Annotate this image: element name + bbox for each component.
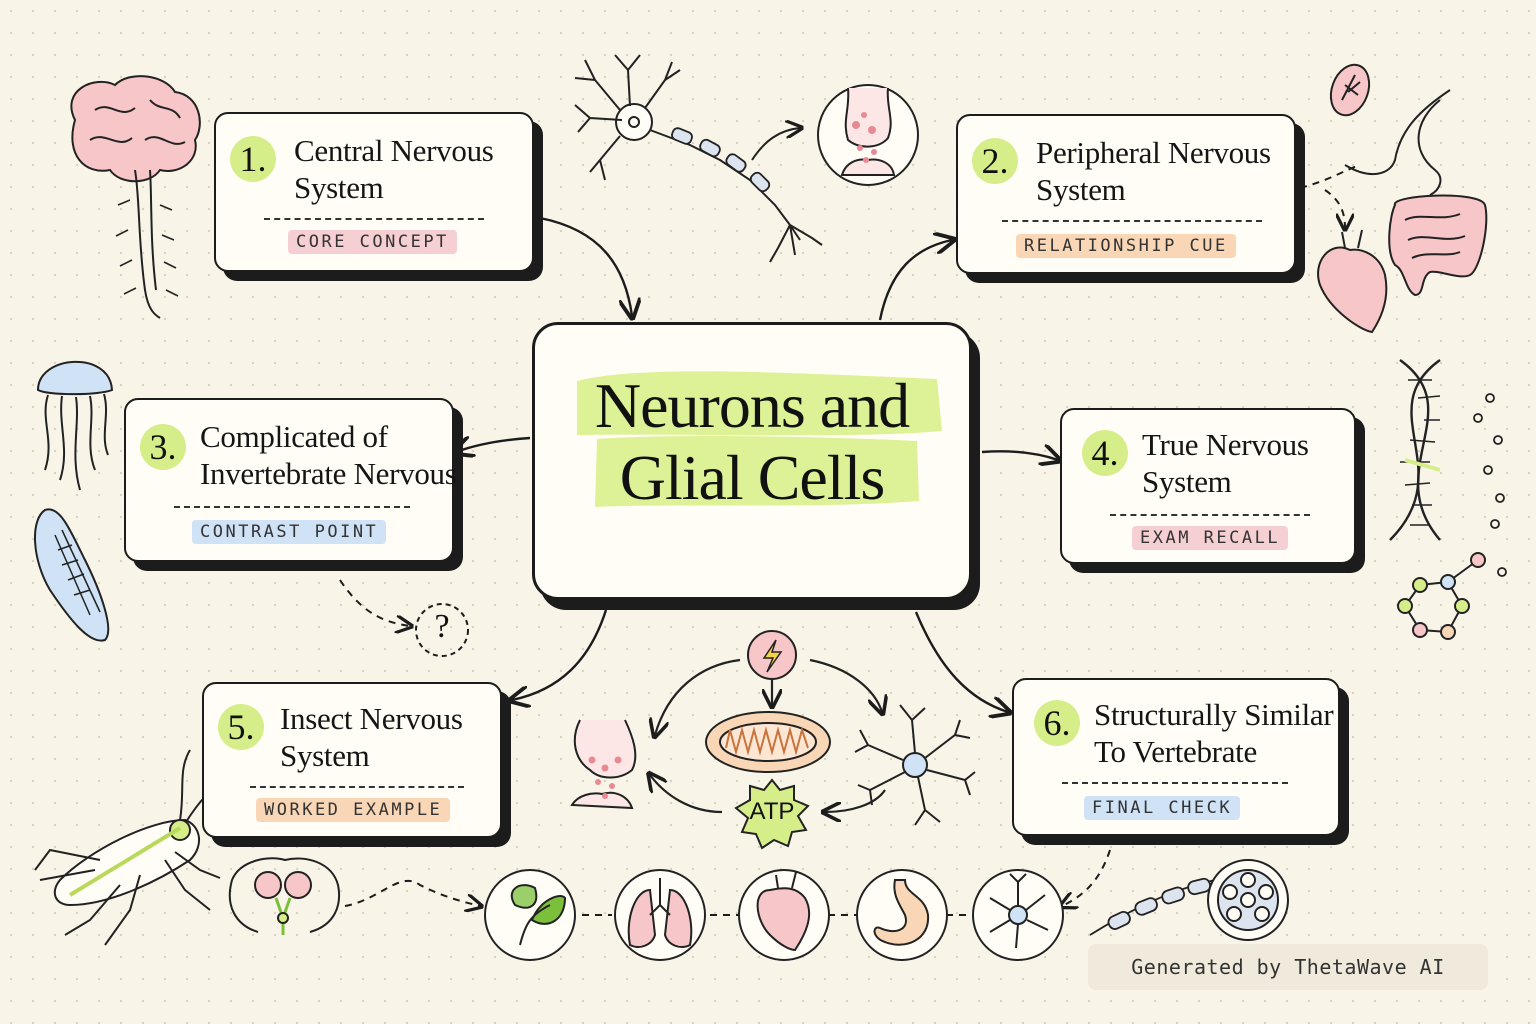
card-tag: CORE CONCEPT <box>288 230 457 254</box>
neuron-icon <box>574 54 823 263</box>
atp-label: ATP <box>749 798 795 825</box>
molecule-icon <box>1397 552 1486 640</box>
heart-icon <box>1317 229 1388 334</box>
card-number: 5. <box>218 704 264 750</box>
connector-arrows <box>456 216 1058 712</box>
jellyfish-icon <box>36 360 114 491</box>
glial-cell-icon <box>854 704 976 826</box>
card-number: 1. <box>230 136 276 182</box>
card-insect-nervous-system[interactable]: 5. Insect Nervous System WORKED EXAMPLE <box>202 682 502 838</box>
arrow-3 <box>456 438 531 452</box>
card-invertebrate-nervous-system[interactable]: 3. Complicated of Invertebrate Nervous C… <box>124 398 457 562</box>
card-number: 4. <box>1082 430 1128 476</box>
center-topic-card: Neurons and Glial Cells <box>532 322 972 600</box>
leaf-icon <box>484 869 576 961</box>
card-central-nervous-system[interactable]: 1. Central Nervous System CORE CONCEPT <box>214 112 534 272</box>
synapse-icon <box>817 84 919 186</box>
brain-spinal-cord-icon <box>70 75 201 319</box>
card-divider <box>1002 220 1262 222</box>
axon-myelin-icon <box>1089 877 1216 936</box>
card-divider <box>250 786 464 788</box>
dna-dots <box>1473 393 1507 577</box>
lightning-icon <box>747 630 797 680</box>
card-title-line2: System <box>280 738 370 773</box>
card-tag: EXAM RECALL <box>1132 526 1289 550</box>
highlight-brush <box>577 371 942 507</box>
ganglion-icon <box>1329 63 1451 196</box>
glial-cell-icon <box>972 869 1064 961</box>
arrow-1 <box>539 216 632 316</box>
card-tag: CONTRAST POINT <box>192 520 387 544</box>
generated-by-credit: Generated by ThetaWave AI <box>1088 944 1488 990</box>
card-title-line2: System <box>294 170 384 205</box>
card-title-line1: Peripheral Nervous <box>1036 135 1271 170</box>
card-title-line2: To Vertebrate <box>1094 734 1257 769</box>
arrow-5 <box>512 609 608 700</box>
flatworm-icon <box>34 508 110 642</box>
heart-icon <box>738 869 830 961</box>
dna-icon <box>1389 359 1441 541</box>
card-tag: RELATIONSHIP CUE <box>1016 234 1236 258</box>
card-title-line2: System <box>1142 464 1232 499</box>
card-title-line1: Central Nervous <box>294 133 494 168</box>
card-divider <box>264 218 484 220</box>
axon-myelin-icon <box>671 127 771 193</box>
question-mark: ? <box>434 608 450 645</box>
dashed-connectors <box>339 164 1361 916</box>
center-title-line1: Neurons and <box>594 370 910 441</box>
card-title-line2: Invertebrate Nervous <box>200 456 457 491</box>
insect-brain-icon <box>228 857 340 935</box>
arrow-4 <box>981 451 1058 460</box>
card-divider <box>1062 782 1288 784</box>
card-divider <box>1110 514 1310 516</box>
energy-cycle <box>570 630 976 850</box>
arrow-2 <box>878 240 952 321</box>
lungs-icon <box>614 869 706 961</box>
card-structurally-similar[interactable]: 6. Structurally Similar To Vertebrate FI… <box>1012 678 1340 836</box>
card-peripheral-nervous-system[interactable]: 2. Peripheral Nervous System RELATIONSHI… <box>956 114 1296 274</box>
question-circle <box>415 603 469 657</box>
card-true-nervous-system[interactable]: 4. True Nervous System EXAM RECALL <box>1060 408 1356 564</box>
nerve-cross-section-icon <box>1207 859 1289 941</box>
grasshopper-icon <box>34 749 226 946</box>
card-tag: FINAL CHECK <box>1084 796 1241 820</box>
card-number: 2. <box>972 138 1018 184</box>
card-title-line2: System <box>1036 172 1126 207</box>
card-title-line1: Structurally Similar <box>1094 697 1334 732</box>
mitochondrion-icon <box>705 711 831 773</box>
card-title-line1: Complicated of <box>200 419 388 454</box>
card-title-line1: True Nervous <box>1142 427 1309 462</box>
card-number: 3. <box>140 424 186 470</box>
intestine-icon <box>1388 194 1488 297</box>
atp-badge <box>734 778 810 850</box>
arrow-6 <box>914 611 1008 712</box>
card-divider <box>174 506 410 508</box>
synapse-icon <box>570 719 637 810</box>
card-number: 6. <box>1034 700 1080 746</box>
card-title-line1: Insect Nervous <box>280 701 463 736</box>
card-tag: WORKED EXAMPLE <box>256 798 451 822</box>
center-title-line2: Glial Cells <box>619 442 886 513</box>
stomach-icon <box>856 869 948 961</box>
